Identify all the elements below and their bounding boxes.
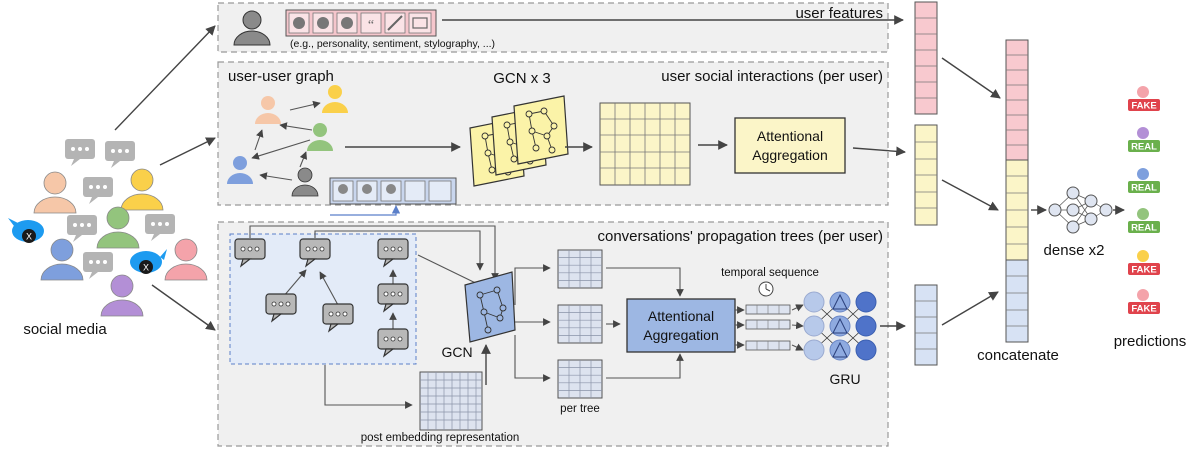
arrow-tree-to-attention2 xyxy=(606,353,684,379)
user-avatar xyxy=(120,168,164,211)
per-tree-matrix xyxy=(557,304,603,344)
gcn-label: GCN xyxy=(441,344,472,360)
prediction-item: FAKE xyxy=(1128,289,1160,315)
svg-text:“: “ xyxy=(368,18,374,33)
attentional-aggregation-2-line2: Aggregation xyxy=(643,327,719,343)
svg-text:X: X xyxy=(143,263,149,273)
dense-x2-label: dense x2 xyxy=(1044,242,1105,259)
prediction-badge: FAKE xyxy=(1131,265,1156,276)
arrow-attention1-to-vector xyxy=(852,146,906,157)
twitter-icon: X xyxy=(130,249,167,274)
user-avatar xyxy=(96,206,140,249)
user-interaction-strip xyxy=(329,177,457,205)
prediction-badge: FAKE xyxy=(1131,101,1156,112)
arrow-tree-to-attention2 xyxy=(606,267,684,297)
graph-user-node xyxy=(307,123,333,151)
user-embedding-matrix xyxy=(599,102,691,186)
gcn-branch-arrow xyxy=(514,335,551,382)
concatenated-vector xyxy=(1005,39,1029,343)
arrow-to-propagation xyxy=(151,284,216,331)
gru-label: GRU xyxy=(829,371,860,387)
prediction-badge: REAL xyxy=(1131,142,1157,153)
per-tree-label: per tree xyxy=(560,403,600,415)
dense-network xyxy=(1048,186,1113,234)
user-social-interactions-label: user social interactions (per user) xyxy=(661,68,883,85)
concatenate-label: concatenate xyxy=(977,347,1059,364)
clock-icon xyxy=(758,281,774,297)
arrow-to-user-features xyxy=(114,25,216,131)
graph-user-node xyxy=(291,167,319,197)
arrow-to-concatenate xyxy=(941,57,1001,99)
social-interactions-vector xyxy=(914,124,938,226)
conversation-trees xyxy=(229,233,417,365)
graph-user-node xyxy=(255,96,281,124)
prediction-badge: FAKE xyxy=(1131,304,1156,315)
prediction-badge: REAL xyxy=(1131,183,1157,194)
attentional-aggregation-1-line2: Aggregation xyxy=(752,147,828,163)
prediction-item: REAL xyxy=(1128,208,1160,234)
user-avatar xyxy=(100,274,144,317)
post-embedding-matrix xyxy=(419,371,483,431)
prediction-item: FAKE xyxy=(1128,250,1160,276)
user-features-vector xyxy=(914,1,938,115)
user-features-examples: (e.g., personality, sentiment, stylograp… xyxy=(290,38,495,50)
attentional-aggregation-1: Attentional Aggregation xyxy=(734,117,846,174)
temporal-sequence xyxy=(735,304,804,351)
user-features-label: user features xyxy=(795,5,883,22)
arrow-to-post-embedding xyxy=(324,365,413,409)
user-avatar xyxy=(40,238,84,281)
graph-user-node xyxy=(322,85,348,113)
prediction-item: REAL xyxy=(1128,168,1160,194)
per-tree-matrix xyxy=(557,359,603,399)
arrow-to-social-interactions xyxy=(159,137,216,166)
gcn-branch-arrow xyxy=(514,264,551,305)
graph-user-node xyxy=(227,156,253,184)
feature-user-avatar xyxy=(233,10,271,46)
tree-connector xyxy=(249,225,499,281)
feature-icons-strip: “ xyxy=(285,9,437,37)
twitter-icon: X xyxy=(8,218,44,243)
gru-network xyxy=(803,291,877,361)
user-graph xyxy=(227,85,348,197)
gcn-x3-label: GCN x 3 xyxy=(493,70,551,87)
attentional-aggregation-1-line1: Attentional xyxy=(757,128,823,144)
attentional-aggregation-2: Attentional Aggregation xyxy=(626,298,736,353)
attentional-aggregation-2-line1: Attentional xyxy=(648,308,714,324)
tree-connector xyxy=(314,230,484,271)
arrow-to-concatenate xyxy=(941,179,999,211)
user-user-graph-label: user-user graph xyxy=(228,68,334,85)
prediction-item: REAL xyxy=(1128,127,1160,153)
social-media-cluster: X X xyxy=(8,139,208,317)
user-avatar xyxy=(164,238,208,281)
gcn-layer xyxy=(464,271,516,343)
temporal-sequence-label: temporal sequence xyxy=(721,267,819,279)
per-tree-matrix xyxy=(557,249,603,289)
post-embedding-label: post embedding representation xyxy=(361,432,520,444)
social-media-label: social media xyxy=(23,321,107,338)
prediction-item: FAKE xyxy=(1128,86,1160,112)
propagation-vector xyxy=(914,284,938,366)
svg-text:X: X xyxy=(26,232,32,242)
arrow-tree-to-interactions xyxy=(330,205,401,216)
prediction-badge: REAL xyxy=(1131,223,1157,234)
arrow-to-concatenate xyxy=(941,291,999,326)
predictions-label: predictions xyxy=(1114,333,1187,350)
propagation-trees-label: conversations' propagation trees (per us… xyxy=(597,228,883,245)
user-avatar xyxy=(33,171,77,214)
